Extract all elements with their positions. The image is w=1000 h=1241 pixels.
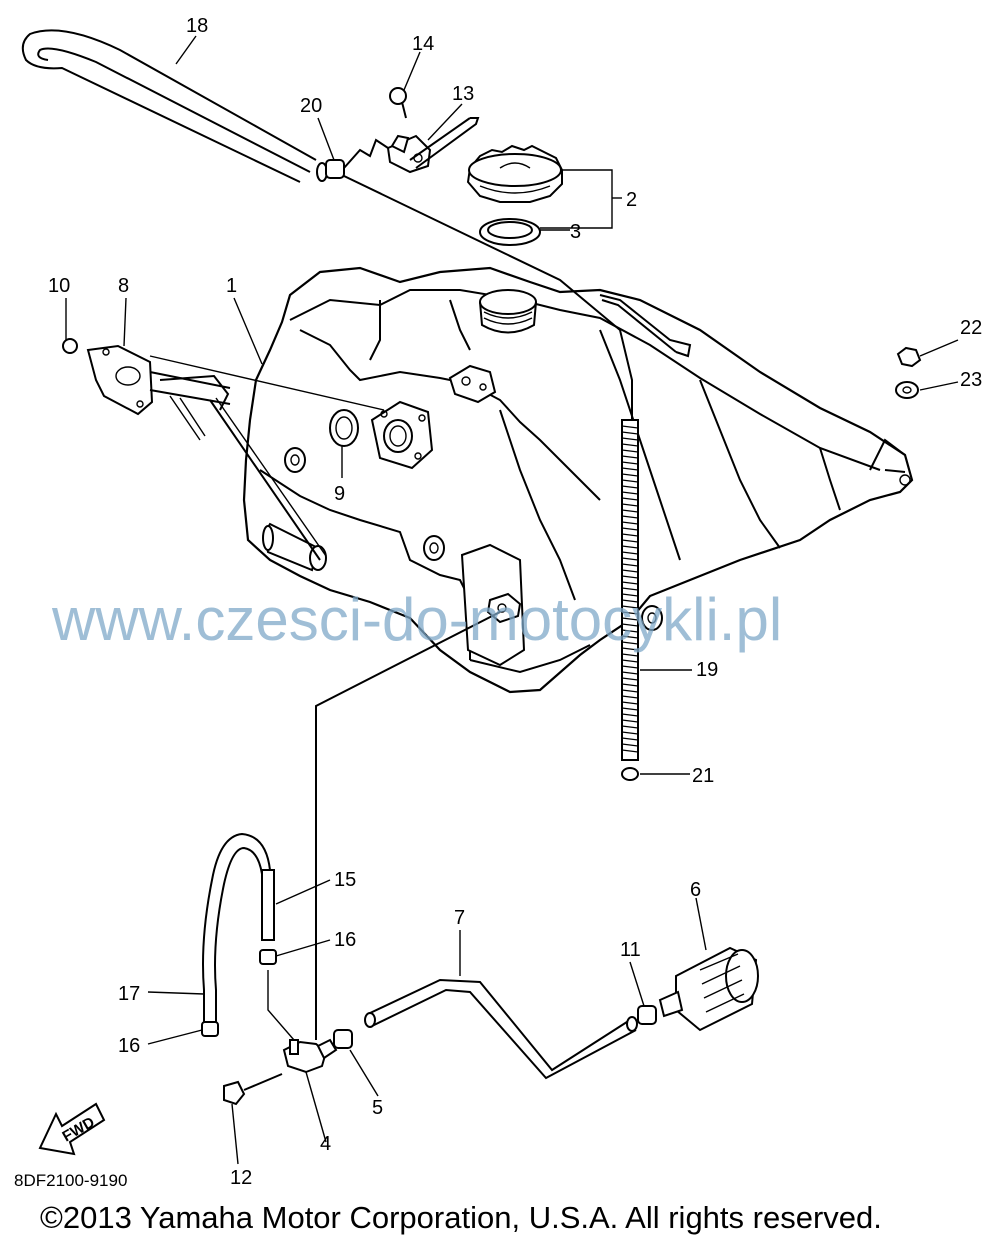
nut-22 [896,346,922,368]
copyright: ©2013 Yamaha Motor Corporation, U.S.A. A… [40,1200,882,1235]
callout-14: 14 [412,33,434,55]
fuel-filter [658,946,759,1032]
washer-23 [895,381,919,399]
filler-cap-gasket [479,218,541,246]
callout-8: 8 [118,275,129,297]
callout-2: 2 [626,189,637,211]
callout-7: 7 [454,907,465,929]
callout-3: 3 [570,221,581,243]
leader-line-sender [149,355,385,411]
callout-13: 13 [452,83,474,105]
callout-22: 22 [960,317,982,339]
filler-cap [466,144,563,203]
vent-line [343,175,633,420]
callout-5: 5 [372,1097,383,1119]
petcock-leader [315,611,501,1040]
screw-12 [223,1073,283,1106]
screw-14 [389,87,407,119]
screw-10 [62,338,78,354]
callout-21: 21 [692,765,714,787]
leader-lines [65,35,959,1165]
callout-15: 15 [334,869,356,891]
hose-clamp-20 [325,159,345,179]
callout-6: 6 [690,879,701,901]
fuel-hose-17 [202,832,271,1024]
callout-19: 19 [696,659,718,681]
joint-5 [333,1029,353,1049]
callout-18: 18 [186,15,208,37]
fuel-line-7 [364,978,638,1080]
callout-10: 10 [48,275,70,297]
hose-leader [267,970,295,1041]
fuel-hose-15 [261,869,275,941]
hose-clamp-16a [259,949,277,965]
callout-23: 23 [960,369,982,391]
sender-gasket [329,409,359,447]
fuel-sender-unit [86,344,327,561]
callout-11: 11 [620,939,641,961]
hose-clamp-16b [201,1021,219,1037]
watermark: www.czesci-do-motocykli.pl [51,586,782,653]
callout-17: 17 [118,983,140,1005]
vent-hose [21,29,328,183]
breather-fitting [343,117,480,174]
fuel-petcock [282,1038,338,1074]
callout-4: 4 [320,1133,331,1155]
hose-clamp-11 [637,1005,657,1025]
diagram-code: 8DF2100-9190 [14,1171,127,1190]
overflow-hose [621,419,639,761]
callout-1: 1 [226,275,237,297]
callout-12: 12 [230,1167,252,1189]
callout-16-lower: 16 [118,1035,140,1057]
callout-20: 20 [300,95,322,117]
callout-16-upper: 16 [334,929,356,951]
callout-9: 9 [334,483,345,505]
hose-clamp-21 [621,767,639,781]
fwd-arrow-icon: FWD [38,1102,106,1156]
